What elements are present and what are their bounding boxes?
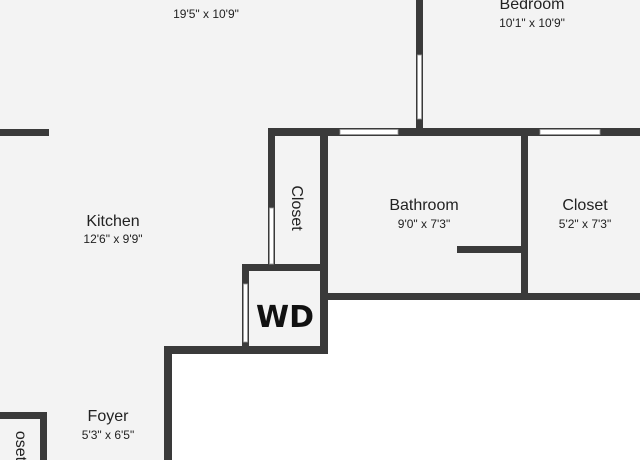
closet-right-dims: 5'2" x 7'3" xyxy=(559,217,611,231)
living-room-dims: 19'5" x 10'9" xyxy=(173,7,239,21)
bedroom-dims: 10'1" x 10'9" xyxy=(499,16,565,30)
bedroom-name: Bedroom xyxy=(500,0,565,13)
closet-foyer-name: oset xyxy=(12,431,29,460)
wall-closet-hall-left xyxy=(268,128,275,270)
washer-dryer-label: WD xyxy=(256,300,314,335)
foyer-name: Foyer xyxy=(88,408,130,425)
bathroom-name: Bathroom xyxy=(389,197,458,214)
window-bedroom-left xyxy=(417,54,422,120)
kitchen-dims: 12'6" x 9'9" xyxy=(83,232,142,246)
wall-closet-bath xyxy=(320,128,328,350)
kitchen-name: Kitchen xyxy=(86,213,139,230)
wall-kitchen-stub xyxy=(0,129,49,136)
window-closet-hall xyxy=(269,207,274,265)
window-bath-top xyxy=(339,129,399,135)
wall-bath-stub xyxy=(457,246,528,253)
wall-bath-closet-right xyxy=(521,128,528,300)
wall-foyer-closet-top xyxy=(0,412,47,419)
wall-foyer-closet-right xyxy=(40,412,47,460)
windows xyxy=(243,54,601,343)
wall-wd-top xyxy=(242,264,328,271)
foyer-dims: 5'3" x 6'5" xyxy=(82,428,134,442)
window-closet-top xyxy=(539,129,601,135)
window-wd-left xyxy=(243,283,248,343)
wall-bath-top xyxy=(268,128,640,136)
wall-foyer-top xyxy=(164,346,328,354)
wall-bath-bottom xyxy=(320,293,640,300)
bathroom-dims: 9'0" x 7'3" xyxy=(398,217,450,231)
wall-foyer-right xyxy=(164,346,172,460)
closet-hall-name: Closet xyxy=(288,185,305,231)
closet-right-name: Closet xyxy=(562,197,608,214)
